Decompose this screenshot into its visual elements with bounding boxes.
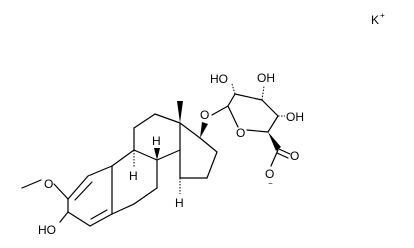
ring-o-label: O [236, 126, 245, 140]
h14-label: H [175, 196, 184, 210]
methyl-wedge [177, 101, 183, 123]
glycosidic-o-label: O [200, 108, 209, 122]
glycosidic-wedge [200, 122, 208, 138]
ring-d [179, 122, 218, 179]
c3-oh-hash [261, 85, 265, 101]
carboxylate-wedge [268, 132, 281, 151]
h8-label: H [152, 134, 161, 148]
ring-b [111, 149, 158, 215]
c2-oh-hash [231, 83, 236, 95]
methoxy-group: O [21, 177, 69, 200]
carboxylate-bonds [270, 148, 291, 167]
ring-c [133, 113, 181, 161]
carboxylate-o-double-label: O [290, 149, 299, 163]
h8-wedge [154, 148, 160, 160]
c4-oh-label: OH [286, 110, 304, 124]
glucuronide-ring [211, 93, 279, 133]
methoxy-o-label: O [44, 177, 53, 191]
phenol-group: HO [38, 211, 69, 237]
potassium-charge: + [380, 11, 385, 20]
phenol-oh-label: HO [38, 223, 56, 237]
ring-a [67, 165, 113, 227]
potassium-label: K [371, 13, 379, 27]
carboxylate-charge: − [268, 179, 273, 188]
c2-oh-label: HO [210, 72, 228, 86]
carboxylate-o-minus-label: O [265, 167, 274, 181]
c3-oh-label: OH [257, 71, 275, 85]
h9-label: H [129, 169, 138, 183]
